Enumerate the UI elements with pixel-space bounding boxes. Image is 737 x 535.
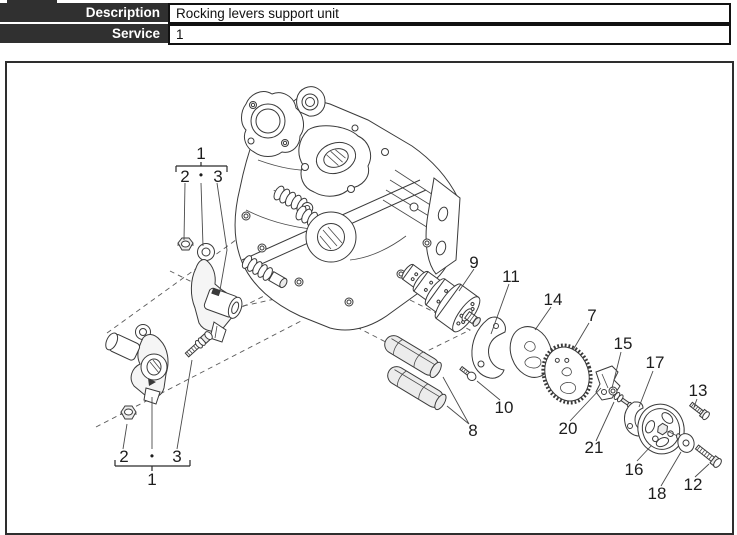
callout-bottom-right: 3 <box>172 447 181 466</box>
pulley-hub-16 <box>637 403 685 455</box>
decompressor-plate <box>471 316 506 379</box>
callout-top-right: 3 <box>213 167 222 186</box>
screw-10 <box>459 365 477 382</box>
callout-bottom-bullet: • <box>150 449 154 463</box>
adjuster-screw <box>184 331 213 358</box>
small-washer-15 <box>608 386 618 396</box>
service-row: Service 1 <box>0 24 731 45</box>
callout-9: 9 <box>469 253 478 272</box>
table-row-fragment <box>7 0 57 3</box>
callout-8: 8 <box>468 421 477 440</box>
callout-group-top: 1 2 • 3 <box>175 144 228 186</box>
description-row: Description Rocking levers support unit <box>0 3 731 24</box>
callout-14: 14 <box>544 290 563 309</box>
callout-top-bullet: • <box>199 168 203 182</box>
camshaft <box>401 263 481 333</box>
cylinder-head-drawing <box>234 86 461 331</box>
callout-20: 20 <box>559 419 578 438</box>
timing-sprocket <box>541 343 593 405</box>
callout-7: 7 <box>587 306 596 325</box>
nut-lower <box>120 405 137 420</box>
callout-21: 21 <box>585 438 604 457</box>
rocker-arm-upper <box>190 243 243 343</box>
nut-upper <box>177 237 194 251</box>
bolt-holes <box>241 124 432 307</box>
description-value: Rocking levers support unit <box>168 3 731 24</box>
part-callouts: 9 11 14 7 15 17 13 10 8 20 21 16 18 12 <box>468 253 707 503</box>
callout-top-left: 2 <box>180 167 189 186</box>
bolt-12 <box>694 444 722 468</box>
spring-pin-21 <box>613 392 632 408</box>
callout-bottom-left: 2 <box>119 447 128 466</box>
service-value: 1 <box>168 24 731 45</box>
washer-18 <box>677 433 695 453</box>
callout-10: 10 <box>495 398 514 417</box>
rocker-arm-lower <box>105 324 169 405</box>
bolt-13 <box>688 401 710 421</box>
timing-disc <box>509 326 553 378</box>
rocker-shaft-2 <box>387 366 447 411</box>
callout-17: 17 <box>646 353 665 372</box>
callout-16: 16 <box>625 460 644 479</box>
rocker-shaft-1 <box>384 335 442 379</box>
description-label: Description <box>0 3 168 22</box>
exploded-view-diagram: 1 2 • 3 2 • 3 1 9 11 14 7 15 17 13 10 8 … <box>95 86 722 503</box>
callout-bottom-assembly: 1 <box>147 470 156 489</box>
callout-group-bottom: 2 • 3 1 <box>114 447 191 489</box>
callout-top-assembly: 1 <box>196 144 205 163</box>
callout-12: 12 <box>684 475 703 494</box>
service-label: Service <box>0 24 168 43</box>
callout-13: 13 <box>689 381 708 400</box>
callout-15: 15 <box>614 334 633 353</box>
leader-lines <box>122 182 710 487</box>
callout-11: 11 <box>502 267 520 286</box>
callout-18: 18 <box>648 484 667 503</box>
